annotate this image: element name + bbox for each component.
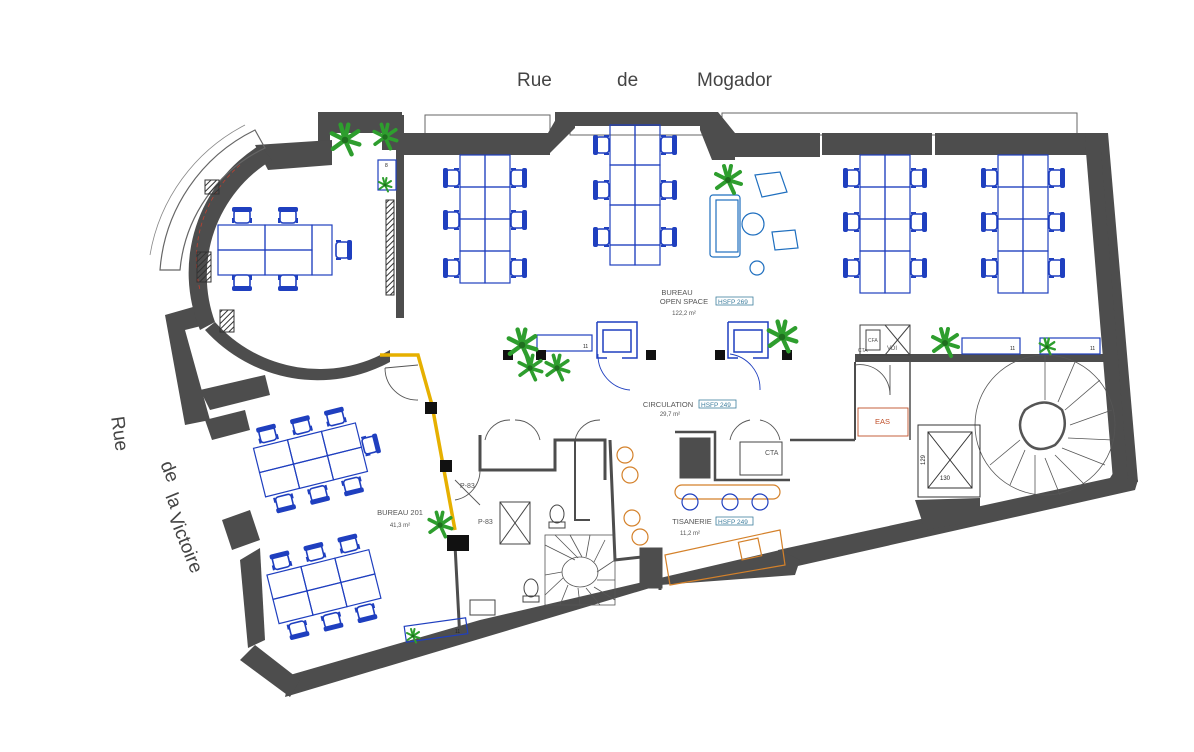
glass-partition <box>380 353 457 531</box>
circulation-name: CIRCULATION <box>643 400 693 409</box>
cabinet-number-1: 11 <box>583 344 588 350</box>
tisanerie-name: TISANERIE <box>672 517 712 526</box>
cabinet-number-5: 11 <box>455 629 460 635</box>
street-label-de-north: de <box>617 70 639 91</box>
storage-cabinets <box>377 159 1101 643</box>
door-label-p83-b: P-83 <box>478 519 493 526</box>
open-space-name-line1: BUREAU <box>661 288 692 297</box>
rotunda-desk-cluster <box>217 206 353 292</box>
street-label-mogador: Mogador <box>697 70 772 91</box>
technical-room <box>739 324 911 476</box>
eas-label: EAS <box>875 417 890 426</box>
lounge-area <box>709 171 799 276</box>
kitchen-counter <box>616 446 786 586</box>
circulation-tag: HSFP 249 <box>701 402 731 409</box>
circulation-area: 29,7 m² <box>660 412 680 418</box>
tisanerie-tag: HSFP 249 <box>718 519 748 526</box>
vdi-label: VDI <box>887 346 897 352</box>
elevator <box>917 424 981 498</box>
restroom-fixtures <box>469 501 566 616</box>
desk-cluster-1 <box>442 154 528 284</box>
eas-box <box>857 407 909 437</box>
cabinet-number-3: 11 <box>1090 346 1095 352</box>
door-swings <box>384 353 891 506</box>
bureau-201-desk-cluster-b <box>266 532 382 642</box>
circulation-tag-box <box>698 399 737 409</box>
phone-booths <box>596 321 769 359</box>
cabinet-number-4: 8 <box>385 163 388 169</box>
cfa-label: CFA <box>868 338 878 344</box>
elevator-label-130: 130 <box>940 476 951 482</box>
interior-partitions <box>453 362 911 642</box>
plants <box>332 124 1057 644</box>
glass-partition-posts <box>425 402 469 551</box>
desk-cluster-2 <box>592 124 678 266</box>
tisanerie-area: 11,2 m² <box>680 531 700 537</box>
structural-columns <box>503 350 792 360</box>
staircase-small <box>544 534 616 606</box>
bureau-201-desk-cluster-a <box>252 405 383 515</box>
cta-label-2: CTA <box>858 348 868 354</box>
open-space-tag-box <box>715 296 754 306</box>
bureau-201-name: BUREAU 201 <box>377 508 423 517</box>
open-space-name-line2: OPEN SPACE <box>660 297 708 306</box>
street-label-rue-north: Rue <box>517 70 552 91</box>
tisanerie-tag-box <box>715 516 754 526</box>
rotunda-meeting-room <box>149 124 395 381</box>
desk-cluster-3 <box>842 154 928 294</box>
desk-cluster-4 <box>980 154 1066 294</box>
elevator-label-129: 129 <box>921 454 927 465</box>
cta-label-1: CTA <box>765 450 779 457</box>
open-space-area: 122,2 m² <box>672 311 696 317</box>
open-space-tag: HSFP 269 <box>718 299 748 306</box>
bureau-201-area: 41,3 m² <box>390 523 410 529</box>
door-label-p83-a: P-83 <box>460 483 475 490</box>
staircase-main <box>974 354 1116 496</box>
cabinet-number-2: 11 <box>1010 346 1015 352</box>
